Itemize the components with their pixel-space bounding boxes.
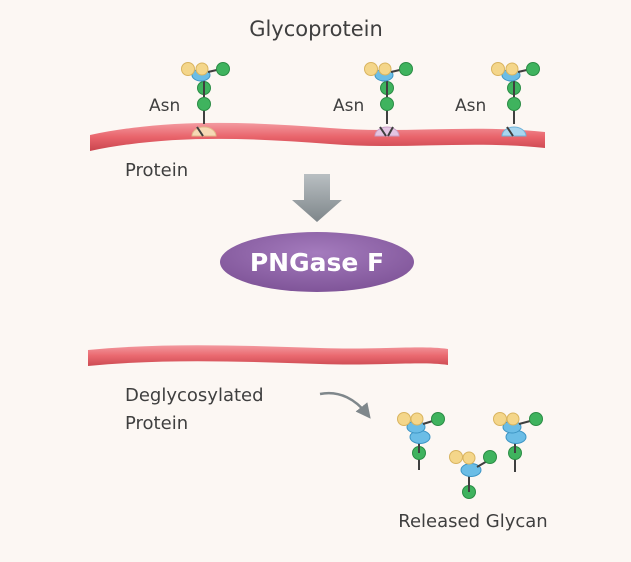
asn-label-3: Asn [455,96,486,116]
deglycosylated-line-1: Deglycosylated [125,385,264,406]
protein-strand [90,122,545,151]
deglycosylated-strand [88,345,448,366]
deglycosylated-label: Deglycosylated Protein [125,385,269,434]
release-arrow [319,391,371,419]
released-glycan-1 [397,412,445,470]
enzyme-ellipse [220,232,414,292]
released-glycan-3 [493,412,543,472]
glycan-site-3 [491,62,540,137]
glycan-site-2 [364,62,413,137]
diagram-title: Glycoprotein [249,17,383,41]
protein-label: Protein [125,160,188,181]
asn-label-1: Asn [149,96,180,116]
glycan-site-1 [181,62,230,137]
enzyme-label: PNGase F [250,248,384,277]
released-glycan-2 [449,450,497,499]
deglycosylated-line-2: Protein [125,413,188,434]
reaction-arrow [292,174,342,222]
asn-label-2: Asn [333,96,364,116]
released-glycan-label: Released Glycan [398,511,547,532]
